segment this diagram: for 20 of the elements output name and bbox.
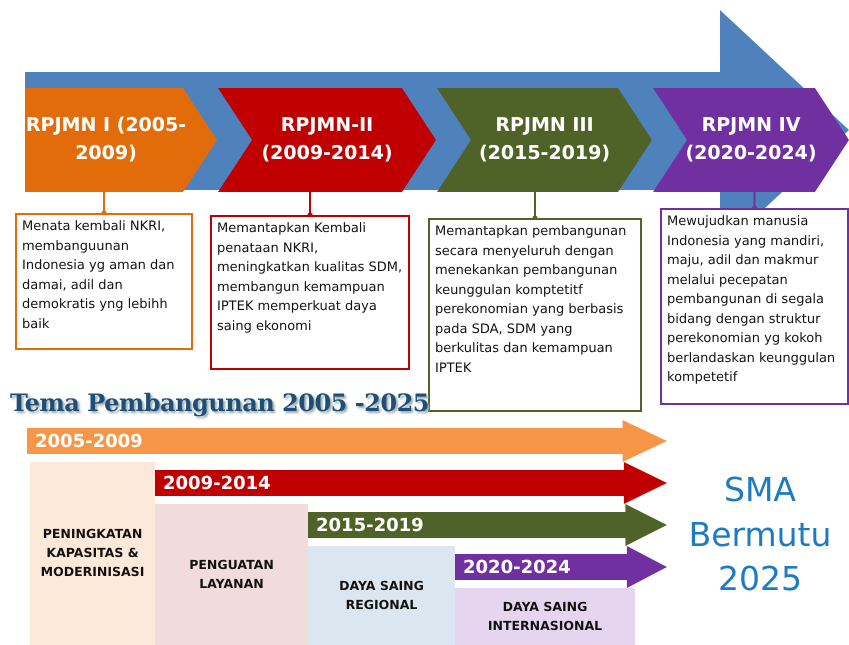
leader-line: [752, 192, 757, 210]
chevron-step: RPJMN IV (2020-2024): [653, 88, 849, 192]
leader-line: [308, 192, 312, 218]
diagram-title: Tema Pembangunan 2005 -2025: [10, 388, 429, 417]
theme-band: PENINGKATAN KAPASITAS & MODERINISASI: [30, 462, 155, 645]
description-box: Menata kembali NKRI, membanguunan Indonesia yg aman dan damai, adil dan demokratis yng lebihh baik: [15, 213, 193, 350]
theme-band: DAYA SAING INTERNASIONAL: [455, 588, 635, 645]
description-box: Mewujudkan manusia Indonesia yang mandiri, maju, adil dan makmur melalui pecepatan pembangunan di segala bidang dengan struktur perekonomian yg kokoh berlandaskan keunggulan kompetetif: [660, 208, 849, 405]
description-box: Memantapkan pembangunan secara menyeluruh dengan menekankan pembangunan keunggulan komptetitf perekonomian yang berbasis pada SDA, SDM yang berkulitas dan kemampuan IPTEK: [428, 218, 642, 412]
goal-text: SMA Bermutu 2025: [688, 469, 832, 600]
chevron-step: RPJMN I (2005-2009): [25, 88, 217, 192]
theme-band: PENGUATAN LAYANAN: [155, 504, 308, 645]
description-box: Memantapkan Kembali penataan NKRI, meningkatkan kualitas SDM, membangun kemampuan IPTEK memperkuat daya saing ekonomi: [210, 215, 410, 370]
period-banner: 2005-2009: [27, 420, 667, 462]
period-banner: 2015-2019: [308, 504, 667, 546]
leader-line: [102, 192, 106, 216]
period-banner: 2009-2014: [155, 462, 667, 504]
leader-line: [532, 192, 538, 220]
period-banner: 2020-2024: [455, 546, 667, 588]
theme-band: DAYA SAING REGIONAL: [308, 546, 455, 645]
